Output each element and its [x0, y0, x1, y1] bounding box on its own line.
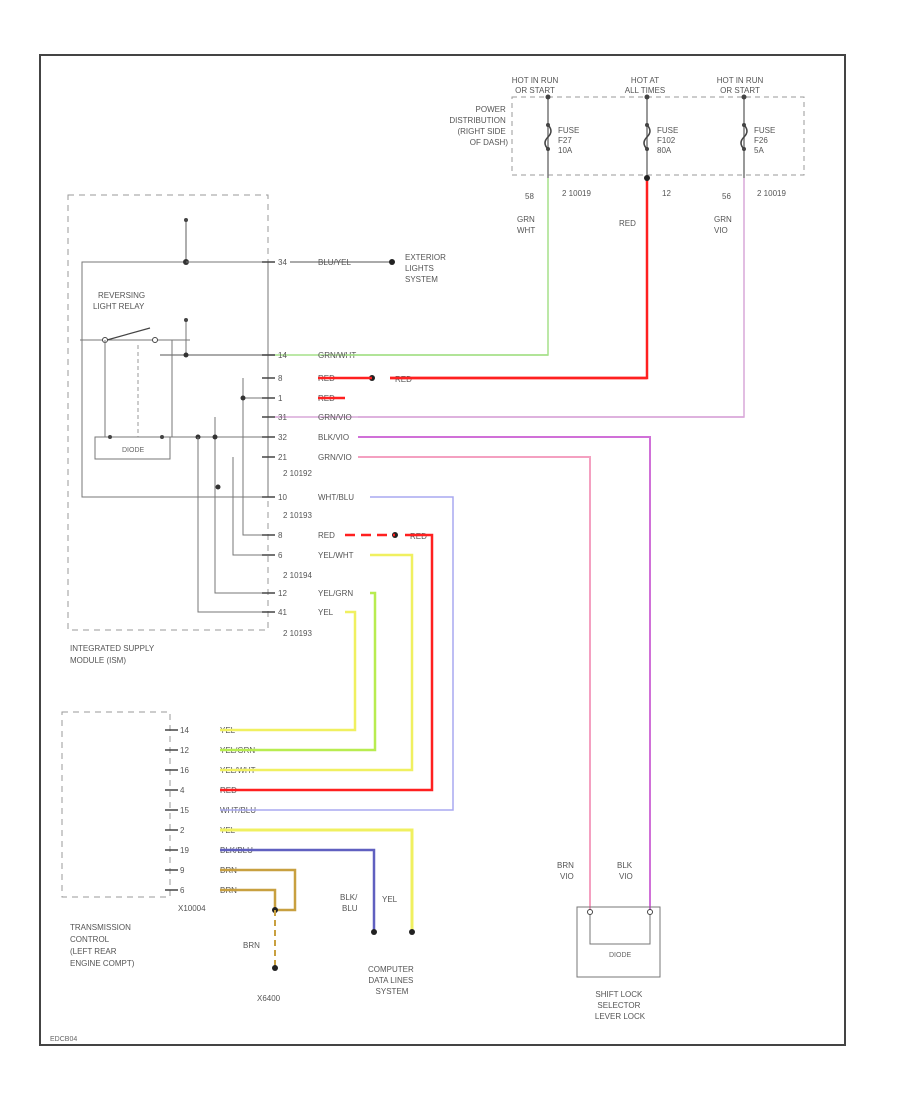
ism-pin: 10 [278, 493, 287, 502]
wire [220, 591, 377, 752]
ism-pin: 12 [278, 589, 287, 598]
wire-label-red: RED [619, 219, 636, 228]
connector-label-3: 2 10019 [757, 189, 786, 198]
ism-wire-blu-yel: BLU/YEL [318, 258, 351, 267]
ground-wire-label: BRN [243, 941, 260, 950]
shift-lock-label: SHIFT LOCK SELECTOR LEVER LOCK [595, 990, 646, 1021]
tcm-pin: 12 [180, 746, 189, 755]
ism-wire-label: GRN/VIO [318, 413, 352, 422]
ism-pin: 6 [278, 551, 283, 560]
power-distribution-box [511, 96, 805, 176]
tcm-box [61, 711, 171, 898]
tcm-pin: 2 [180, 826, 185, 835]
tcm-pin: 6 [180, 886, 185, 895]
wire [220, 533, 434, 792]
pin-56: 56 [722, 192, 731, 201]
ism-pin: 21 [278, 453, 287, 462]
tcm-pin: 9 [180, 866, 185, 875]
footer-code: EDCB04 [50, 1036, 77, 1043]
pin-58: 58 [525, 192, 534, 201]
tcm-pin: 14 [180, 726, 189, 735]
wire [220, 868, 297, 912]
ism-pin-34: 34 [278, 258, 287, 267]
tcm-pin: 15 [180, 806, 189, 815]
ism-pin: 8 [278, 374, 283, 383]
ism-pin: 14 [278, 351, 287, 360]
tcm-pin: 19 [180, 846, 189, 855]
wire [220, 496, 454, 811]
ism-wire-label: BLK/VIO [318, 433, 349, 442]
ism-pin: 32 [278, 433, 287, 442]
ism-pin: 41 [278, 608, 287, 617]
ism-diode-label: DIODE [122, 447, 145, 454]
ism-wire-label: YEL/WHT [318, 551, 354, 560]
cdl-wire-2: YEL [382, 895, 398, 904]
ground-label: X6400 [257, 994, 281, 1003]
ism-wire-label: WHT/BLU [318, 493, 354, 502]
wire [220, 848, 376, 932]
diagram-frame [39, 54, 846, 1046]
ism-wire-label: YEL [318, 608, 334, 617]
ism-pin: 31 [278, 413, 287, 422]
shift-lock-box [576, 906, 661, 978]
connector-label: 2 10019 [562, 189, 591, 198]
pin-12: 12 [662, 189, 671, 198]
cdl-label: COMPUTER DATA LINES SYSTEM [368, 965, 416, 996]
ism-wire-label: YEL/GRN [318, 589, 353, 598]
wire [220, 888, 277, 910]
ism-conn-1: 2 10192 [283, 469, 312, 478]
ism-conn-3: 2 10194 [283, 571, 312, 580]
wire [220, 828, 414, 932]
ism-wire-label: RED [318, 531, 335, 540]
wire [358, 456, 591, 912]
red-ext-label-2: RED [410, 532, 427, 541]
ism-conn-2: 2 10193 [283, 511, 312, 520]
shift-diode-label: DIODE [609, 952, 632, 959]
ism-wire-label: GRN/VIO [318, 453, 352, 462]
cdl-wire-1: BLK/BLU [340, 893, 358, 913]
wire [220, 553, 414, 772]
ism-box [67, 194, 269, 631]
ism-pin: 1 [278, 394, 283, 403]
wire [220, 610, 357, 732]
red-ext-label-1: RED [395, 375, 412, 384]
wire [358, 436, 651, 912]
ism-conn-4: 2 10193 [283, 629, 312, 638]
tcm-connector: X10004 [178, 904, 206, 913]
power-distribution-label: POWER DISTRIBUTION (RIGHT SIDE OF DASH) [449, 105, 508, 147]
tcm-pin: 16 [180, 766, 189, 775]
tcm-label: TRANSMISSION CONTROL (LEFT REAR ENGINE C… [70, 923, 135, 968]
tcm-pin: 4 [180, 786, 185, 795]
ism-pin: 8 [278, 531, 283, 540]
ism-wire-label: GRN/WHT [318, 351, 356, 360]
